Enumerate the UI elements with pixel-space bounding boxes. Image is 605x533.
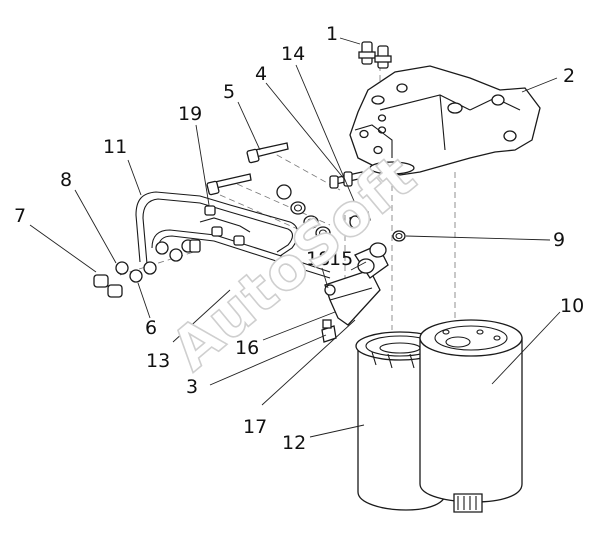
callout-16: 16 bbox=[235, 337, 259, 359]
callout-14: 14 bbox=[281, 43, 305, 65]
part-2-filter-head bbox=[349, 65, 541, 176]
callout-7: 7 bbox=[14, 205, 26, 227]
part-7-banjo-bolts bbox=[93, 239, 201, 298]
callout-5: 5 bbox=[223, 81, 235, 103]
callout-19: 19 bbox=[178, 103, 202, 125]
leader-lines bbox=[29, 37, 561, 438]
callout-8: 8 bbox=[60, 169, 72, 191]
part-washers bbox=[276, 184, 371, 240]
callout-1: 1 bbox=[326, 23, 338, 45]
callout-9: 9 bbox=[553, 229, 565, 251]
part-16-valve-block bbox=[321, 242, 389, 343]
callout-18: 18 bbox=[306, 248, 330, 270]
callout-12: 12 bbox=[282, 432, 306, 454]
callout-2: 2 bbox=[563, 65, 575, 87]
callout-17: 17 bbox=[243, 416, 267, 438]
callout-labels: 1 2 3 4 5 6 7 8 9 10 11 12 13 14 15 16 1… bbox=[14, 23, 584, 454]
callout-10: 10 bbox=[560, 295, 584, 317]
callout-3: 3 bbox=[186, 376, 198, 398]
part-10-filter-canister bbox=[419, 319, 523, 513]
callout-13: 13 bbox=[146, 350, 170, 372]
part-9-seal bbox=[392, 230, 406, 242]
callout-6: 6 bbox=[145, 317, 157, 339]
callout-11: 11 bbox=[103, 136, 127, 158]
callout-15: 15 bbox=[329, 248, 353, 270]
part-1-fittings bbox=[358, 41, 392, 69]
callout-4: 4 bbox=[255, 63, 267, 85]
part-5-bolts bbox=[206, 142, 289, 196]
